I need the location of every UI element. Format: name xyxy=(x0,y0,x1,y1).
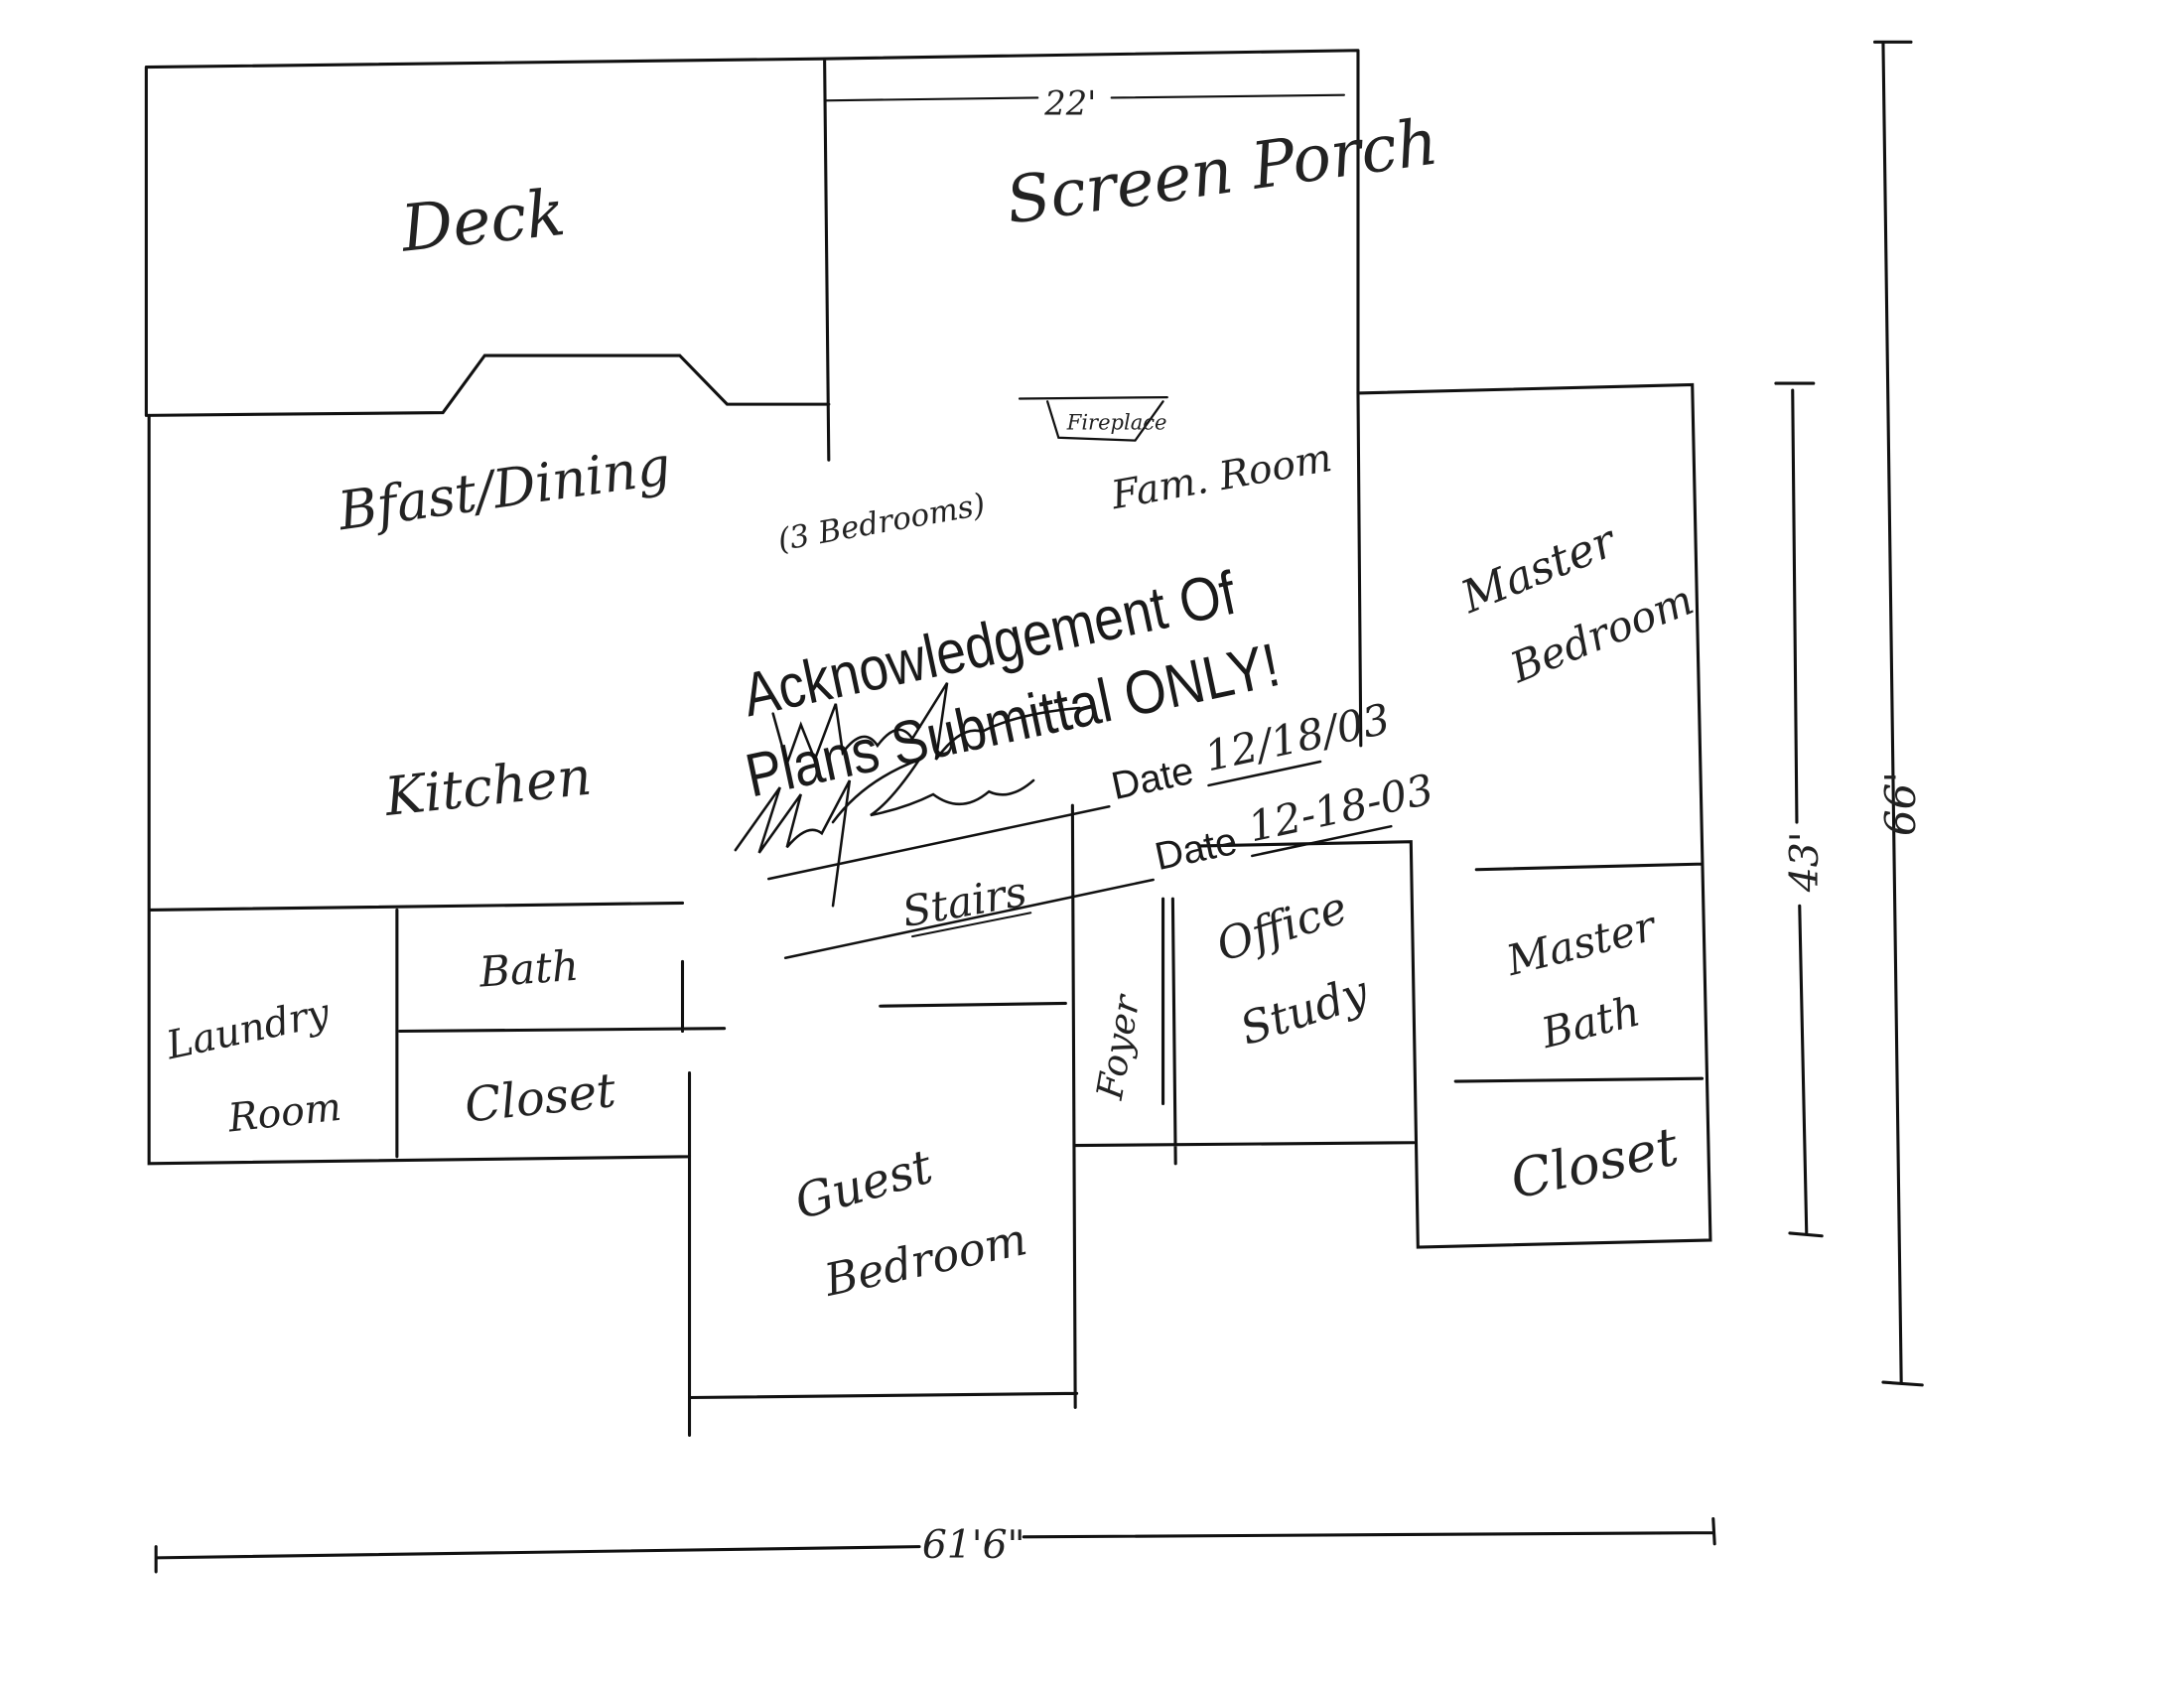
dim-total-depth: 66' xyxy=(1876,772,1925,836)
label-kitchen: Kitchen xyxy=(381,746,595,829)
label-master-bath-2: Bath xyxy=(1536,986,1645,1057)
dim-total-width: 61'6" xyxy=(922,1523,1025,1568)
dim-right-depth: 43' xyxy=(1783,831,1828,893)
label-guest-bedroom: Bedroom xyxy=(819,1212,1031,1307)
label-stairs: Stairs xyxy=(898,867,1030,936)
stamp-date-label-1: Date xyxy=(1108,749,1197,808)
label-bath: Bath xyxy=(477,941,580,997)
label-deck: Deck xyxy=(397,176,569,267)
stamp-date-value-2: 12-18-03 xyxy=(1244,765,1437,851)
label-guest: Guest xyxy=(789,1140,939,1231)
signature-2 xyxy=(734,757,1035,908)
label-laundry-room: Room xyxy=(225,1085,343,1142)
label-closet-master: Closet xyxy=(1505,1115,1684,1210)
signature-1 xyxy=(771,682,1081,769)
label-fam-room: Fam. Room xyxy=(1107,436,1335,518)
dim-porch-width: 22' xyxy=(1043,83,1096,122)
signatures xyxy=(734,682,1081,908)
label-office: Office xyxy=(1210,881,1353,972)
label-fireplace: Fireplace xyxy=(1066,409,1167,434)
label-screen-porch: Screen Porch xyxy=(1002,104,1442,238)
dimension-labels: 22' 43' 66' 61'6" xyxy=(922,83,1925,1568)
label-laundry: Laundry xyxy=(162,991,335,1069)
label-foyer: Foyer xyxy=(1088,990,1149,1103)
label-bedrooms-note: (3 Bedrooms) xyxy=(775,487,988,558)
label-master-bath-1: Master xyxy=(1501,901,1663,985)
stamp-date-label-2: Date xyxy=(1152,819,1241,879)
label-study: Study xyxy=(1234,965,1375,1056)
walls xyxy=(144,40,1924,1574)
label-closet: Closet xyxy=(463,1063,619,1134)
label-bfast-dining: Bfast/Dining xyxy=(334,435,674,542)
